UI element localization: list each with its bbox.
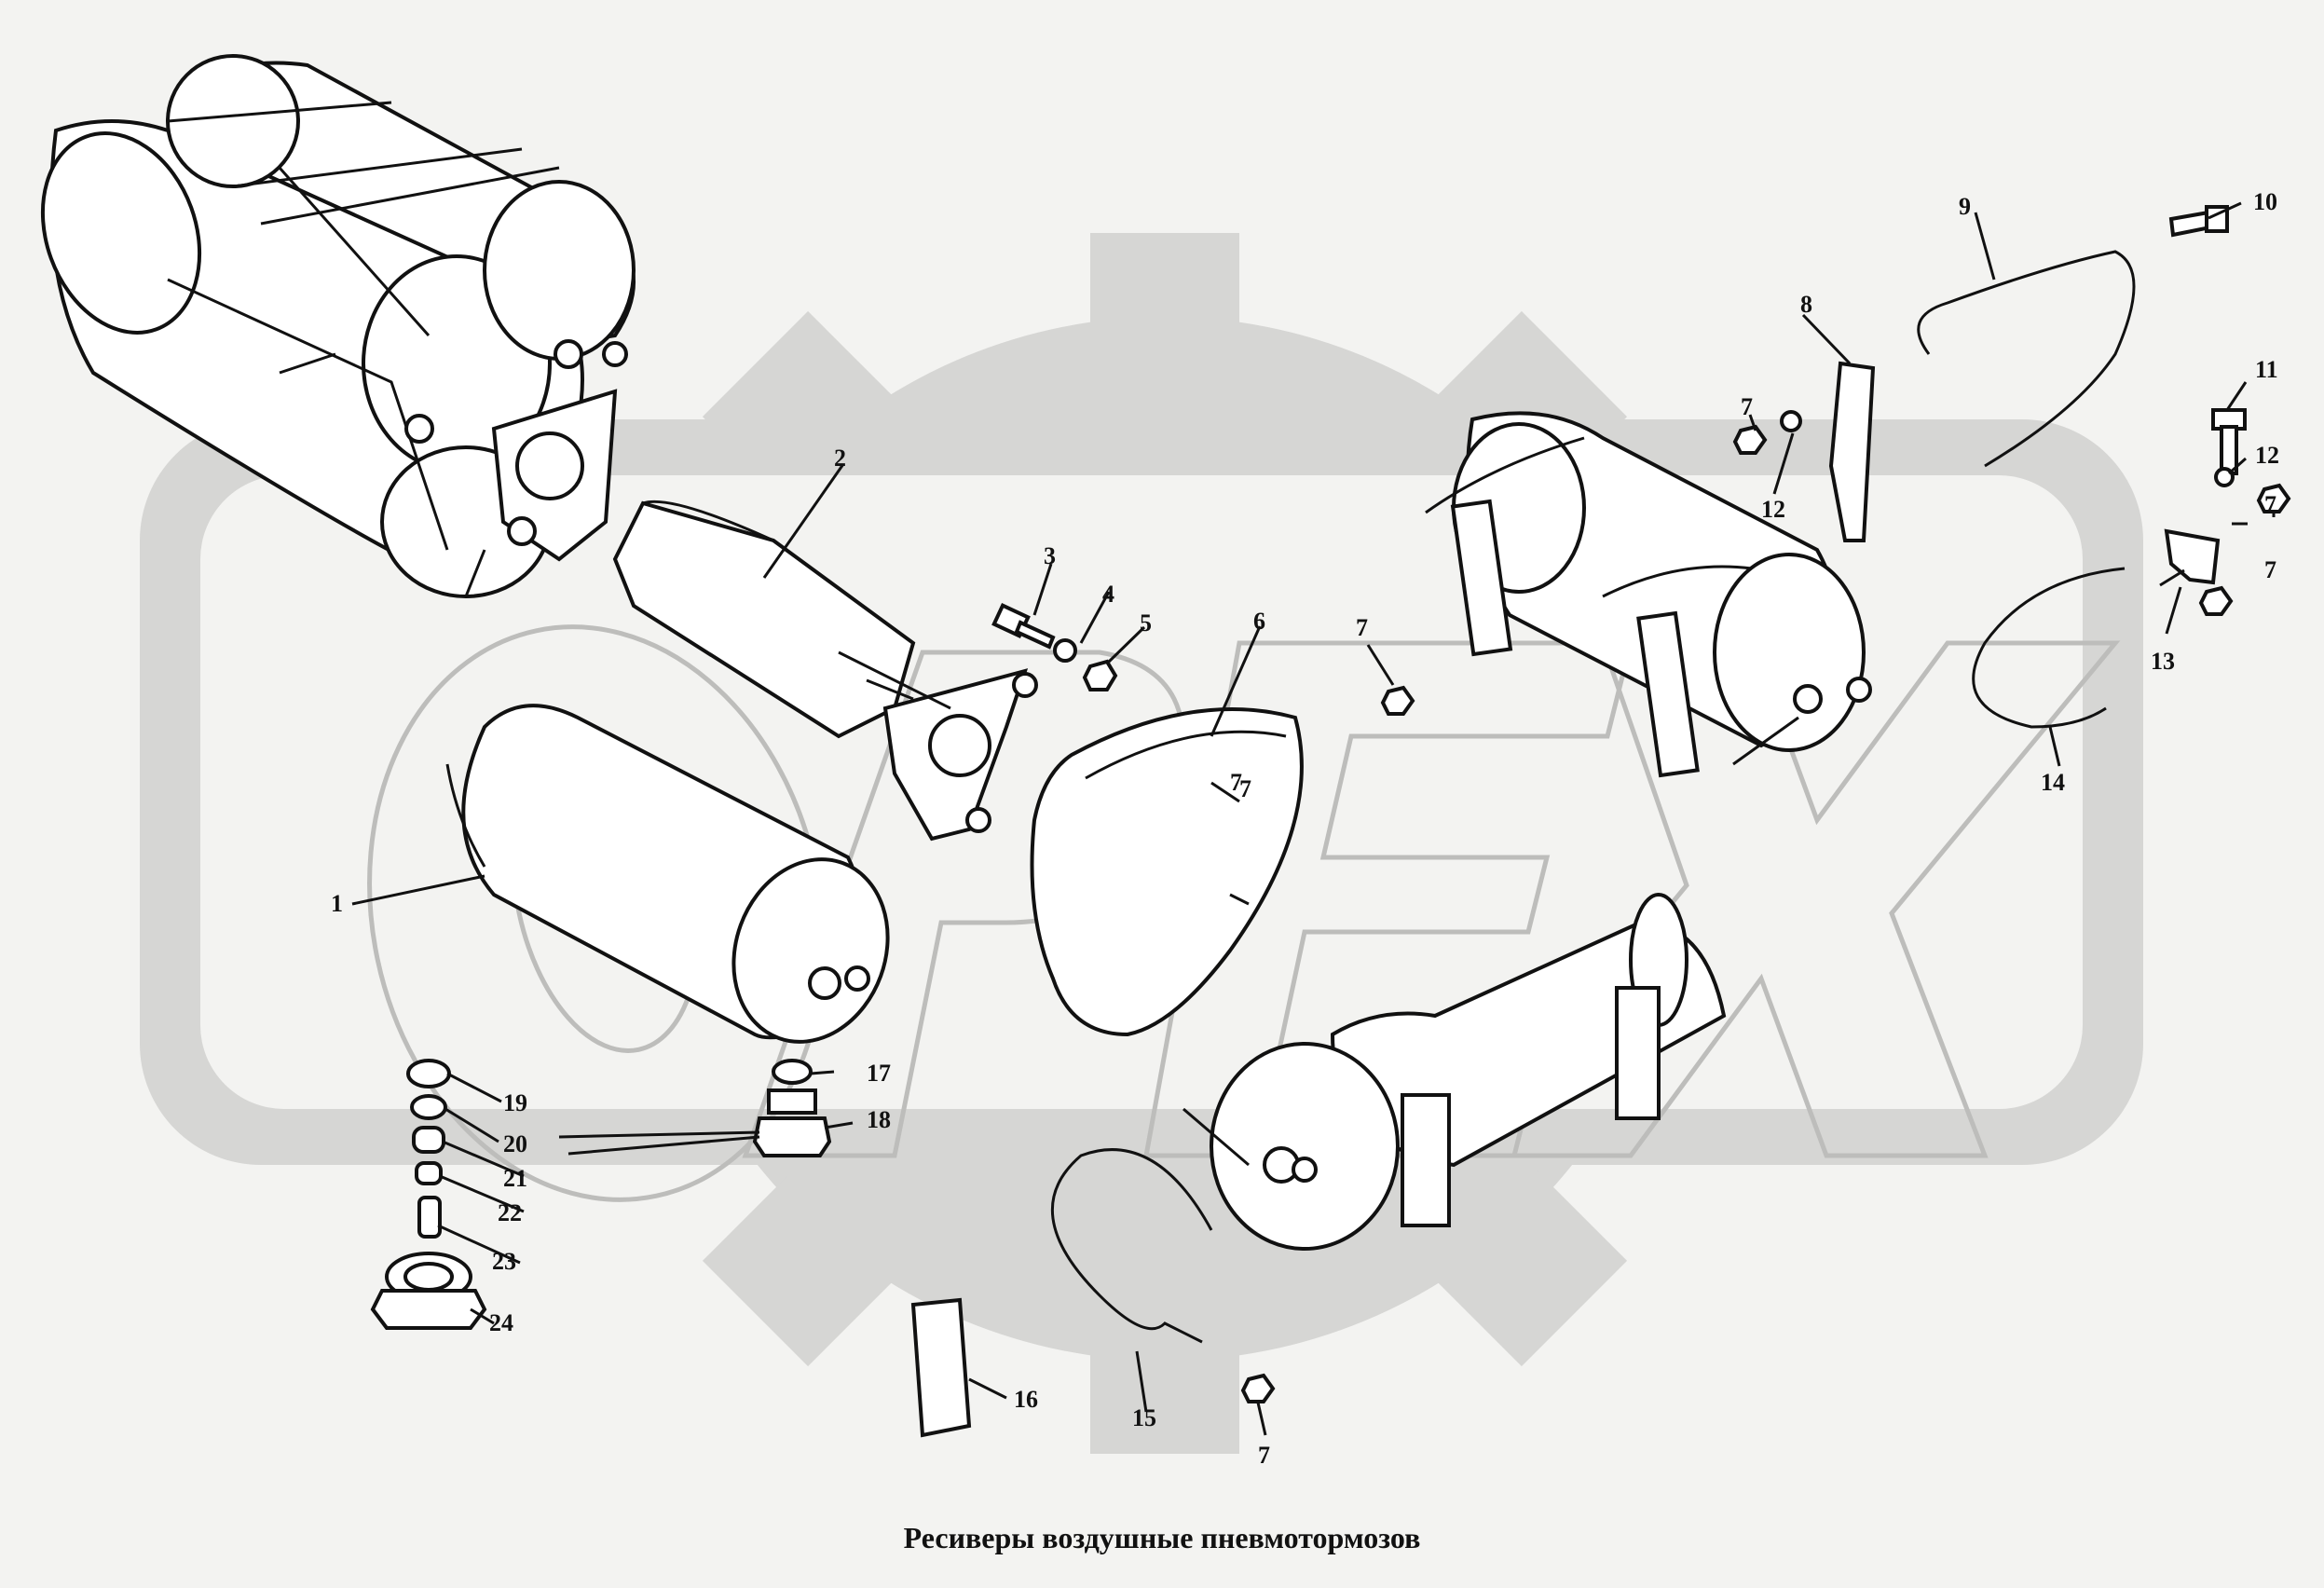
part-16-pad — [910, 1297, 972, 1438]
callout-16: 16 — [1014, 1386, 1038, 1413]
part-19-ring — [406, 1059, 451, 1088]
callout-7-a: 7 — [1356, 614, 1368, 641]
part-12-washer-right — [2214, 467, 2235, 487]
callout-19: 19 — [503, 1089, 527, 1116]
callout-7-b: 7 — [1230, 769, 1242, 796]
callout-7-d: 7 — [2264, 491, 2276, 518]
part-21-spacer — [412, 1126, 445, 1154]
part-6-strap — [1030, 707, 1304, 1037]
mounting-bracket — [838, 650, 1038, 842]
part-7-nut-e — [1240, 1373, 1276, 1403]
part-23-pin — [417, 1196, 442, 1239]
callout-1: 1 — [331, 890, 343, 917]
callout-11: 11 — [2255, 356, 2278, 383]
callout-7-e: 7 — [2264, 556, 2276, 583]
part-8-bracket — [1828, 361, 1876, 542]
callout-21: 21 — [503, 1165, 527, 1192]
part-9-u-bolt — [1917, 250, 2136, 468]
part-5-nut — [1082, 659, 1118, 691]
callout-9: 9 — [1959, 193, 1971, 220]
double-receiver-assembly — [40, 54, 636, 598]
part-1-receiver — [445, 704, 890, 1044]
part-17-washer — [772, 1059, 813, 1085]
callout-8: 8 — [1800, 291, 1812, 318]
callout-10: 10 — [2253, 188, 2277, 215]
part-20-seal — [410, 1094, 447, 1120]
part-11-bolt — [2211, 408, 2247, 475]
callout-23: 23 — [492, 1248, 516, 1275]
callout-12-b: 12 — [2255, 442, 2279, 469]
callout-13: 13 — [2151, 648, 2175, 675]
leader-lines — [351, 201, 2276, 1436]
callout-14: 14 — [2041, 769, 2065, 796]
callout-12-a: 12 — [1761, 496, 1785, 523]
callout-18: 18 — [867, 1106, 891, 1133]
callout-3: 3 — [1044, 542, 1056, 569]
part-2-gasket — [612, 500, 916, 739]
part-7-nut-c — [2256, 483, 2291, 513]
part-13-bracket — [2164, 528, 2221, 585]
part-22-bushing — [415, 1161, 443, 1185]
part-15-pipe — [1051, 1148, 1213, 1344]
part-7-nut-d — [2198, 585, 2234, 616]
callout-17: 17 — [867, 1060, 891, 1087]
part-10-bolt — [2168, 205, 2229, 238]
callout-20: 20 — [503, 1130, 527, 1157]
part-14-pipe — [1972, 567, 2126, 729]
callout-7-g: 7 — [1239, 775, 1251, 802]
figure-caption: Ресиверы воздушные пневмотормозов — [903, 1521, 1421, 1554]
part-12-washer-left — [1780, 410, 1802, 432]
callout-7-f: 7 — [1258, 1442, 1270, 1469]
lower-receiver — [1183, 893, 1727, 1251]
right-receiver-assembly — [1425, 411, 1872, 778]
callout-2: 2 — [834, 445, 846, 472]
callout-5: 5 — [1140, 609, 1152, 637]
part-18-fitting — [752, 1088, 832, 1157]
callout-labels: 1 2 3 4 5 6 7 7 7 7 7 7 7 8 9 10 11 12 1… — [331, 188, 2279, 1469]
part-18-leader-b — [567, 1135, 760, 1156]
callout-4: 4 — [1102, 581, 1114, 608]
part-4-washer — [1053, 638, 1077, 663]
callout-6: 6 — [1253, 608, 1265, 635]
callout-15: 15 — [1132, 1404, 1156, 1431]
part-3-bolt — [991, 603, 1056, 650]
callout-24: 24 — [489, 1309, 513, 1336]
callout-22: 22 — [498, 1199, 522, 1226]
part-7-nut-a — [1732, 424, 1768, 455]
part-24-plug — [370, 1252, 487, 1330]
part-18-leader-a — [558, 1130, 760, 1139]
part-7-nut-b — [1380, 685, 1415, 716]
callout-7-c: 7 — [1741, 393, 1753, 420]
